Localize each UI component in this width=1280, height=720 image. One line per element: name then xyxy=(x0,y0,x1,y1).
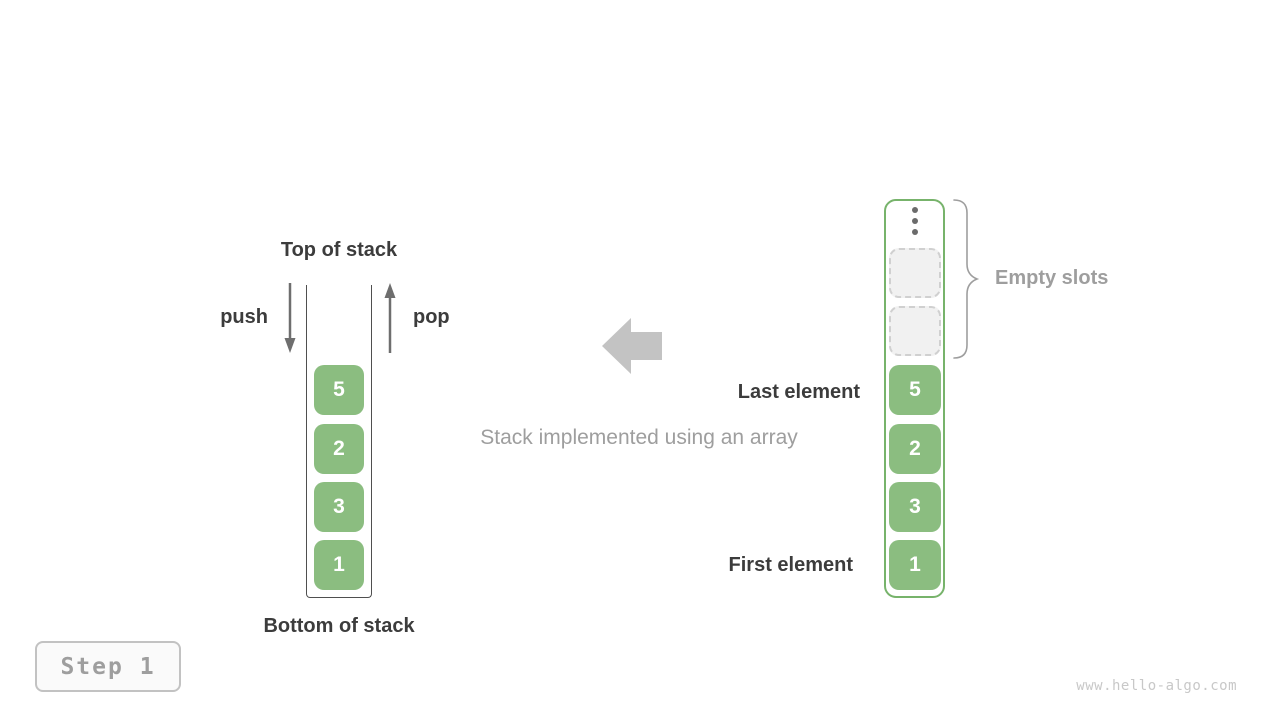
vertical-ellipsis-icon xyxy=(884,207,945,235)
empty-slots-label: Empty slots xyxy=(995,267,1109,289)
stack-cell: 3 xyxy=(314,482,364,532)
first-element-label: First element xyxy=(728,554,853,576)
curly-brace-icon xyxy=(953,199,980,359)
stack-cell: 2 xyxy=(314,424,364,474)
bottom-of-stack-label: Bottom of stack xyxy=(263,615,415,637)
array-cell: 5 xyxy=(889,365,941,415)
watermark: www.hello-algo.com xyxy=(1076,678,1237,694)
empty-slot xyxy=(889,248,941,298)
stack-cell: 1 xyxy=(314,540,364,590)
array-cell: 1 xyxy=(889,540,941,590)
last-element-label: Last element xyxy=(737,381,860,403)
stack-cell: 5 xyxy=(314,365,364,415)
diagram-caption: Stack implemented using an array xyxy=(480,426,798,449)
left-block-arrow-icon xyxy=(602,318,662,374)
pop-up-arrow-icon xyxy=(384,283,396,353)
array-cell: 2 xyxy=(889,424,941,474)
pop-label: pop xyxy=(413,306,450,328)
array-cell: 3 xyxy=(889,482,941,532)
empty-slot xyxy=(889,306,941,356)
step-badge: Step 1 xyxy=(35,641,181,692)
push-label: push xyxy=(220,306,268,328)
push-down-arrow-icon xyxy=(284,283,296,353)
top-of-stack-label: Top of stack xyxy=(280,239,398,261)
